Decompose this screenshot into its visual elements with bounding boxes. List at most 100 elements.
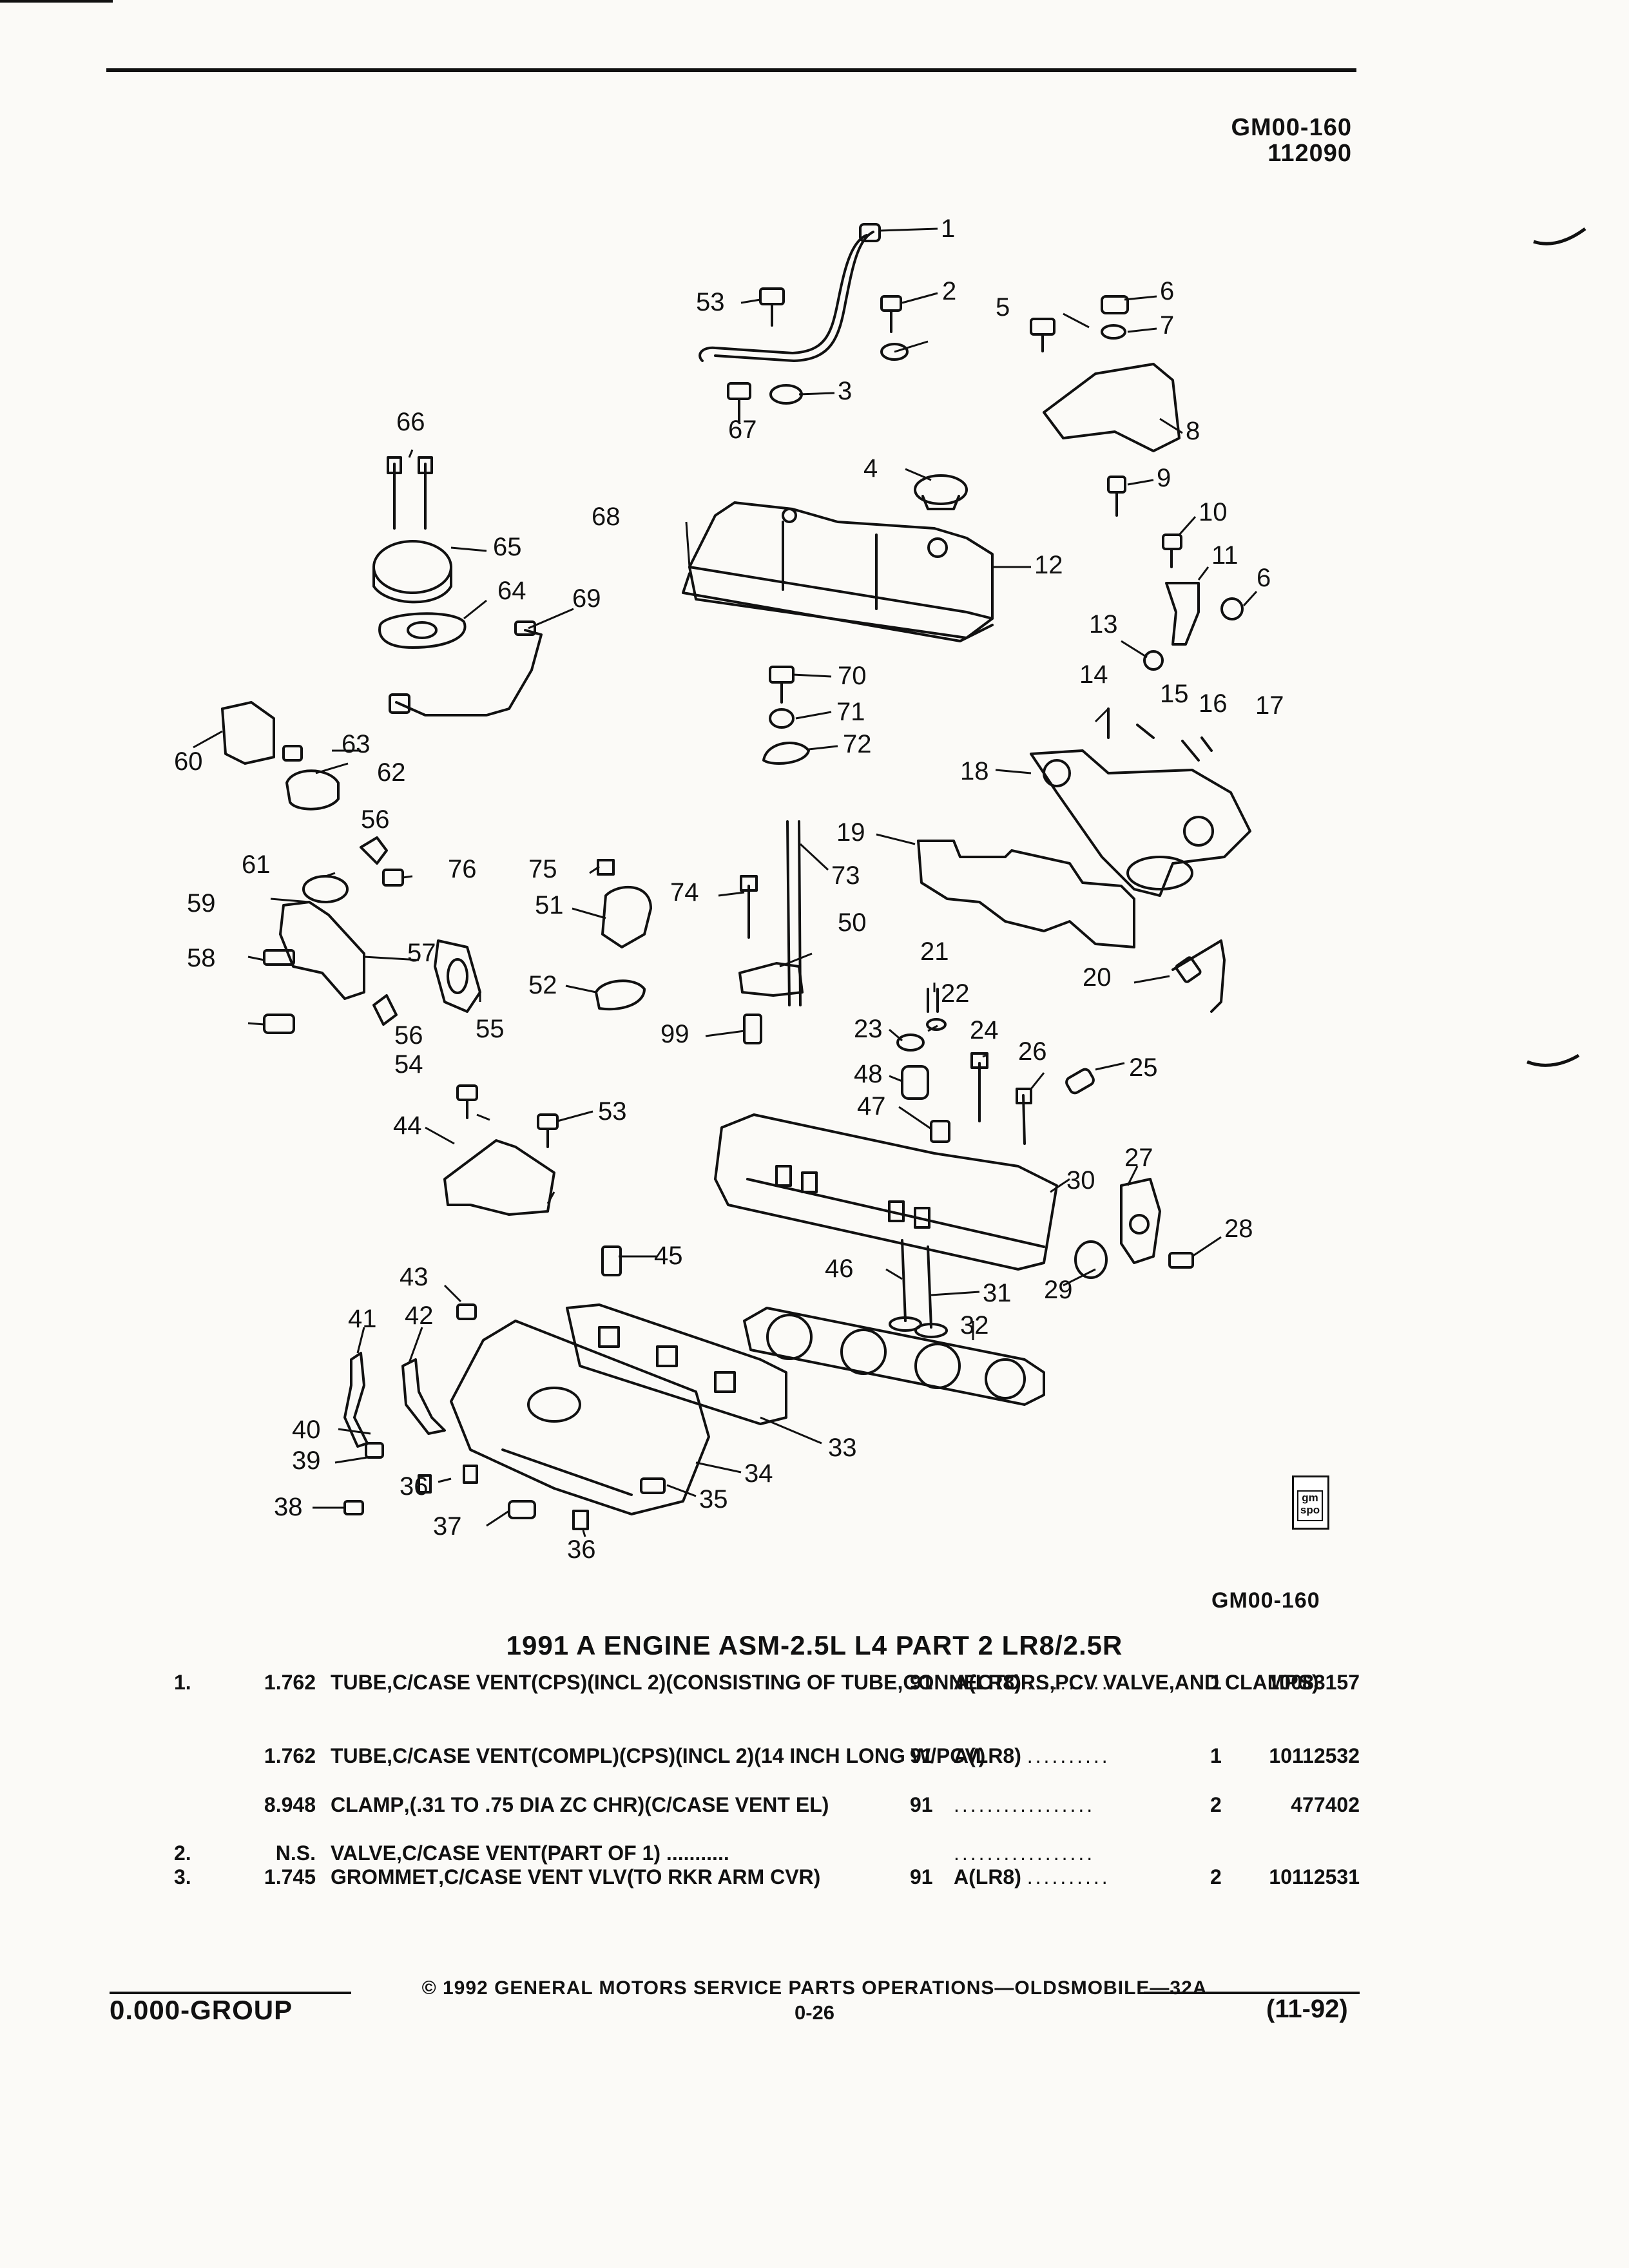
header-ref-code: GM00-160 bbox=[1231, 114, 1352, 141]
model: A(LR8) .......... bbox=[954, 1865, 1110, 1889]
callout-3: 3 bbox=[838, 377, 852, 405]
callout-69: 69 bbox=[572, 584, 601, 613]
callout-14: 14 bbox=[1079, 660, 1108, 689]
cylinder-head bbox=[714, 1113, 1058, 1271]
callout-25: 25 bbox=[1129, 1053, 1158, 1082]
part-number: 477402 bbox=[1291, 1793, 1360, 1816]
year: 91 bbox=[910, 1744, 933, 1767]
callout-54: 54 bbox=[394, 1050, 423, 1079]
callout-33: 33 bbox=[828, 1434, 857, 1462]
callout-53b: 53 bbox=[598, 1097, 627, 1126]
bracket bbox=[1043, 363, 1181, 452]
part-desc-text: ,C/CASE VENT(CPS)(INCL 2)(CONSISTING OF … bbox=[387, 1671, 1319, 1694]
callout-43: 43 bbox=[400, 1263, 429, 1291]
callout-32: 32 bbox=[960, 1311, 989, 1340]
figure-id: GM00-160 bbox=[1211, 1588, 1320, 1613]
model: A(LR8) .......... bbox=[954, 1744, 1110, 1768]
model: A(LR8) .......... bbox=[954, 1671, 1110, 1695]
dot-leader: .......... bbox=[1027, 1865, 1110, 1888]
model-code: A(LR8) bbox=[954, 1865, 1021, 1888]
dot-leader: ................. bbox=[954, 1793, 1095, 1816]
callout-70: 70 bbox=[838, 662, 867, 690]
callout-27: 27 bbox=[1124, 1144, 1153, 1172]
catalog-title: 1991 A ENGINE ASM-2.5L L4 PART 2 LR8/2.5… bbox=[506, 1630, 1123, 1660]
copyright: © 1992 GENERAL MOTORS SERVICE PARTS OPER… bbox=[421, 1977, 1208, 1999]
egr-valve bbox=[372, 456, 467, 649]
callout-64: 64 bbox=[497, 577, 526, 605]
callout-5: 5 bbox=[996, 293, 1010, 322]
callout-58: 58 bbox=[187, 944, 216, 972]
dot-leader: ................. bbox=[954, 1841, 1095, 1865]
egr-gasket bbox=[378, 612, 467, 649]
callout-9: 9 bbox=[1157, 464, 1171, 492]
callout-16: 16 bbox=[1199, 689, 1228, 718]
part-desc-text: ,C/CASE VENT VLV(TO RKR ARM CVR) bbox=[438, 1865, 821, 1888]
part-name: CLAMP bbox=[331, 1793, 404, 1816]
callout-2: 2 bbox=[942, 277, 956, 305]
callout-42: 42 bbox=[405, 1302, 434, 1330]
callout-52: 52 bbox=[528, 971, 557, 999]
callout-56: 56 bbox=[361, 805, 390, 834]
callout-67: 67 bbox=[728, 416, 757, 444]
callout-28: 28 bbox=[1224, 1215, 1253, 1243]
callout-37: 37 bbox=[433, 1512, 462, 1541]
callout-44: 44 bbox=[393, 1111, 422, 1140]
callout-50: 50 bbox=[838, 908, 867, 937]
group-number: 1.762 bbox=[264, 1744, 316, 1767]
callout-30: 30 bbox=[1066, 1166, 1095, 1195]
part-name: TUBE bbox=[331, 1671, 387, 1694]
callout-10: 10 bbox=[1199, 498, 1228, 526]
callout-74: 74 bbox=[670, 878, 699, 907]
publication-date: (11-92) bbox=[1266, 1995, 1348, 2023]
callout-59: 59 bbox=[187, 889, 216, 918]
model: ................. bbox=[954, 1841, 1095, 1865]
callout-46: 46 bbox=[825, 1254, 854, 1283]
bolts bbox=[727, 287, 1129, 423]
exhaust-manifold bbox=[1030, 749, 1251, 897]
callout-45: 45 bbox=[654, 1242, 683, 1270]
callout-73: 73 bbox=[831, 861, 860, 890]
callout-68: 68 bbox=[592, 503, 621, 531]
rocker-arm bbox=[738, 962, 804, 997]
footer-rule-right bbox=[1144, 1992, 1360, 1994]
group-label: 0.000-GROUP bbox=[110, 1995, 293, 2025]
callout-41: 41 bbox=[348, 1305, 377, 1333]
header-ref-date: 112090 bbox=[1268, 140, 1352, 167]
callout-38: 38 bbox=[274, 1493, 303, 1521]
quantity: 2 bbox=[1210, 1865, 1222, 1888]
part-desc-text: ,(.31 TO .75 DIA ZC CHR)(C/CASE VENT EL) bbox=[403, 1793, 829, 1816]
callout-99: 99 bbox=[660, 1020, 689, 1048]
group-number: 1.745 bbox=[264, 1865, 316, 1888]
model-code: A(LR8) bbox=[954, 1744, 1021, 1767]
callout-61: 61 bbox=[242, 850, 271, 879]
callout-11: 11 bbox=[1211, 541, 1239, 570]
callout-1: 1 bbox=[941, 215, 955, 243]
callout-21: 21 bbox=[920, 937, 949, 966]
model-code: A(LR8) bbox=[954, 1671, 1021, 1694]
gm-spo-logo: gm spo bbox=[1292, 1475, 1329, 1530]
callout-65: 65 bbox=[493, 533, 522, 561]
dot-leader: .......... bbox=[1027, 1671, 1110, 1694]
part-desc-text: ,C/CASE VENT(COMPL)(CPS)(INCL 2)(14 INCH… bbox=[387, 1744, 986, 1767]
callout-6: 6 bbox=[1160, 277, 1174, 305]
top-rule-short bbox=[0, 0, 113, 3]
intake-gasket bbox=[566, 1303, 787, 1425]
group-number: 8.948 bbox=[264, 1793, 316, 1816]
part-name: TUBE bbox=[331, 1744, 387, 1767]
callout-72: 72 bbox=[843, 730, 872, 758]
item-number: 1. bbox=[174, 1671, 191, 1694]
callout-29: 29 bbox=[1044, 1276, 1073, 1304]
oil-cap bbox=[914, 474, 968, 505]
year: 91 bbox=[910, 1793, 933, 1816]
model: ................. bbox=[954, 1793, 1095, 1817]
callout-6b: 6 bbox=[1257, 564, 1271, 592]
vent-tube bbox=[699, 234, 868, 362]
part-number: 10083157 bbox=[1268, 1671, 1360, 1694]
callout-23: 23 bbox=[854, 1015, 883, 1043]
callout-35: 35 bbox=[699, 1485, 728, 1514]
group-number: N.S. bbox=[275, 1841, 316, 1865]
rocker-cover bbox=[688, 501, 994, 639]
part-number: 10112531 bbox=[1269, 1865, 1360, 1888]
quantity: 1 bbox=[1210, 1671, 1222, 1694]
callout-48: 48 bbox=[854, 1060, 883, 1088]
